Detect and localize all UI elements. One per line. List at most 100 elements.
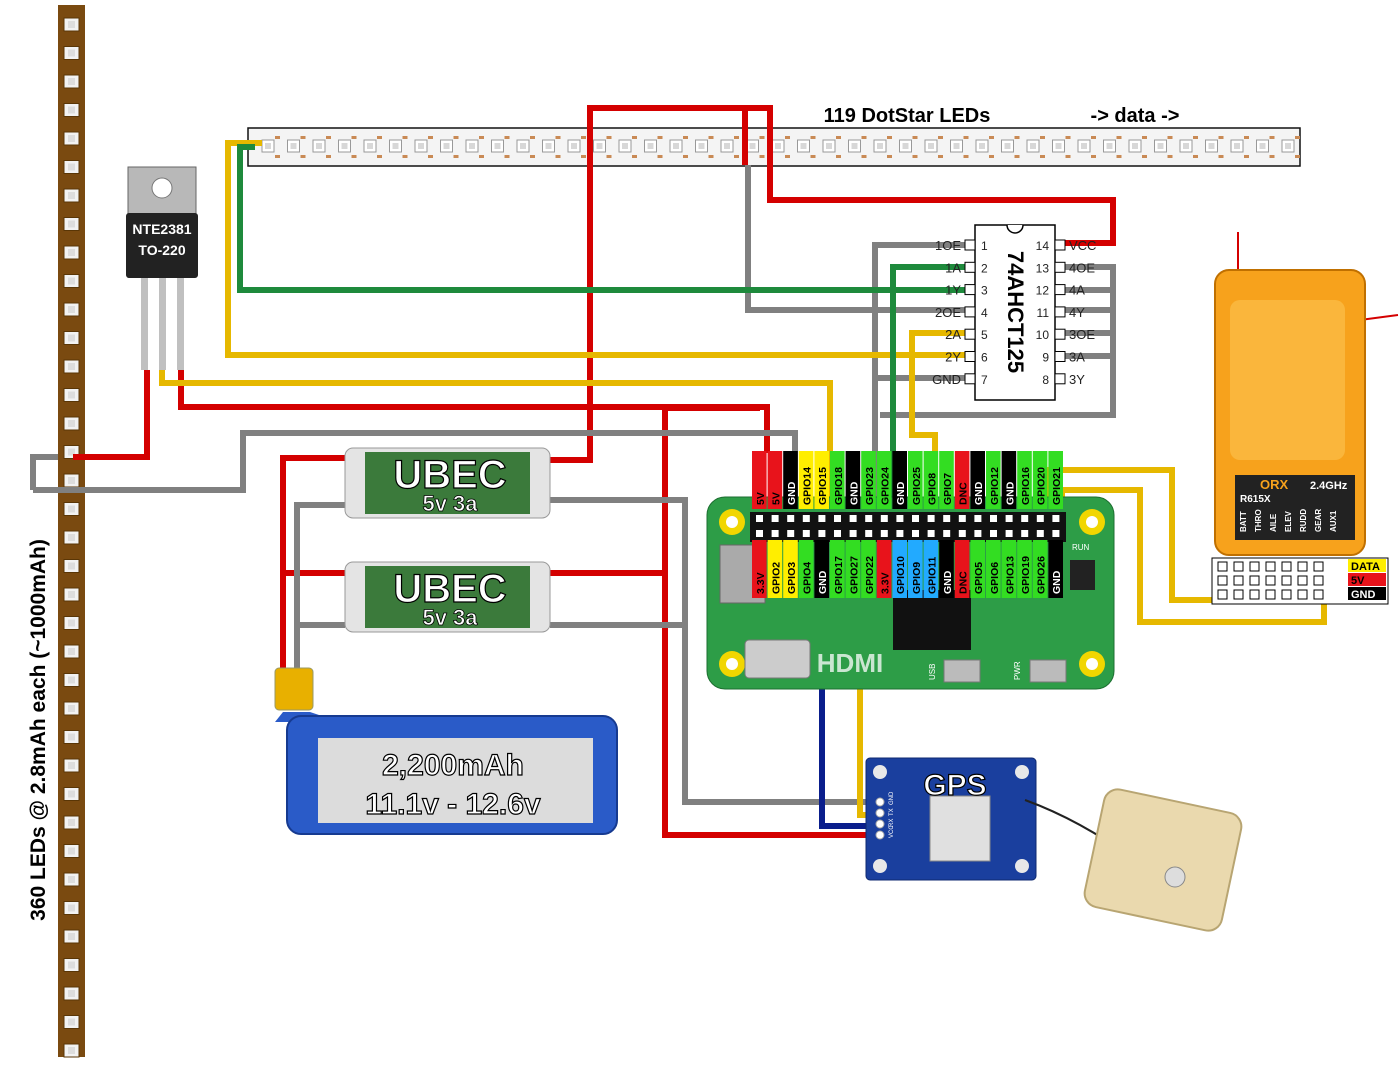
pi-header-bottom-pin: GPIO13 — [1001, 530, 1016, 598]
data-direction-label: -> data -> — [1091, 105, 1180, 127]
chip-pin-number: 3 — [981, 284, 988, 298]
vertical-led — [63, 245, 80, 260]
data-wires-green — [237, 144, 975, 530]
receiver-pin — [1249, 561, 1260, 572]
chip-pin-number: 5 — [981, 328, 988, 342]
pi-header-top-pin: GPIO24 — [876, 451, 892, 522]
vertical-led — [63, 502, 80, 516]
horizontal-led — [465, 136, 484, 158]
vertical-led — [63, 473, 80, 488]
pi-pin-label: GPIO16 — [1020, 467, 1032, 505]
chip-pin-number: 10 — [1036, 328, 1050, 342]
chip-pin-number: 9 — [1042, 351, 1049, 365]
pi-pin-label: GND — [817, 570, 829, 594]
pi-header-top-pin: GPIO21 — [1048, 451, 1063, 522]
ubec-1: UBEC 5v 3a — [344, 447, 551, 519]
vertical-led — [63, 530, 80, 545]
pi-pin-label: 5V — [770, 492, 782, 505]
pi-pin-label: GPIO10 — [895, 556, 907, 594]
receiver-band: 2.4GHz — [1310, 480, 1348, 492]
horizontal-led — [1230, 136, 1249, 158]
horizontal-led — [797, 136, 816, 158]
receiver-channel-label: GEAR — [1314, 509, 1323, 532]
gps-pin: VCC — [875, 825, 895, 840]
pi-run-label: RUN — [1072, 543, 1090, 552]
pi-pin-label: GPIO3 — [786, 562, 798, 594]
pi-pin-label: GPIO2 — [770, 562, 782, 594]
pi-hdmi-label: HDMI — [817, 648, 883, 678]
horizontal-led — [899, 136, 918, 158]
gps-antenna — [1083, 788, 1243, 932]
receiver-pin — [1313, 589, 1324, 600]
pi-header-bottom-pin: GPIO3 — [783, 530, 798, 598]
vertical-led — [63, 958, 80, 972]
pi-header-top-pin: GND — [783, 451, 798, 522]
pi-header-top-pin: GPIO7 — [939, 451, 954, 522]
vertical-led — [63, 730, 80, 744]
horizontal-led — [1077, 136, 1096, 158]
pi-pin-label: GND — [895, 481, 907, 505]
receiver-pin — [1217, 575, 1228, 586]
horizontal-led — [312, 136, 331, 158]
pi-pin-label: GND — [1004, 481, 1016, 505]
pi-header-bottom-pin: GPIO2 — [767, 530, 782, 598]
receiver-pin — [1217, 589, 1228, 600]
chip-pin-label: 1Y — [945, 283, 961, 298]
vertical-led — [63, 302, 80, 317]
receiver-pin — [1265, 575, 1276, 586]
pi-pin-label: GPIO13 — [1004, 556, 1016, 594]
pi-header-bottom-pin: GPIO9 — [908, 530, 923, 598]
pi-header-top-pin: GPIO23 — [861, 451, 876, 522]
horizontal-led — [644, 136, 663, 158]
pi-header-bottom-pin: GPIO27 — [845, 530, 860, 598]
pi-pin-label: DNC — [958, 482, 970, 505]
horizontal-led — [746, 136, 765, 158]
horizontal-led — [1103, 136, 1122, 158]
vertical-led — [63, 74, 80, 89]
horizontal-led — [389, 136, 408, 158]
chip-pin-label: VCC — [1069, 238, 1096, 253]
pi-header-top-pin: GPIO15 — [814, 451, 829, 522]
chip-pin-label: 3OE — [1069, 327, 1095, 342]
pi-pin-label: GPIO20 — [1036, 467, 1048, 505]
pi-pin-label: GPIO23 — [864, 467, 876, 505]
gps-pin-label: VCC — [889, 825, 895, 838]
chip-pin-label: GND — [932, 372, 961, 387]
horizontal-led — [1154, 136, 1173, 158]
gps-pin: RX — [875, 819, 895, 829]
horizontal-led — [593, 136, 612, 158]
receiver-pin — [1217, 561, 1228, 572]
chip-pin-number: 6 — [981, 351, 988, 365]
pi-pin-label: GPIO27 — [848, 556, 860, 594]
pi-header-top-pin: GND — [970, 451, 985, 522]
horizontal-led — [1205, 136, 1224, 158]
chip-pin-label: 1A — [945, 260, 961, 275]
vertical-led — [63, 359, 80, 374]
pi-header-top-pin: 5V — [752, 451, 767, 522]
horizontal-led — [1281, 136, 1300, 158]
vertical-led — [63, 217, 80, 231]
pi-header-bottom-pin: 3.3V — [752, 530, 767, 598]
receiver-channel-label: AUX1 — [1329, 510, 1338, 532]
gps-title: GPS — [923, 769, 986, 802]
vertical-led — [63, 787, 80, 801]
vertical-led — [63, 1043, 80, 1058]
pi-pwr-label: PWR — [1013, 661, 1022, 680]
chip-pin-label: 4Y — [1069, 305, 1085, 320]
pi-pin-label: GPIO15 — [817, 467, 829, 505]
pi-header-top-pin: GPIO14 — [798, 451, 814, 522]
receiver-pin — [1233, 589, 1244, 600]
receiver-pin-label: 5V — [1351, 575, 1365, 587]
horizontal-led — [822, 136, 841, 158]
pi-pin-label: GPIO12 — [989, 467, 1001, 505]
pi-header-bottom-pin: GPIO17 — [830, 530, 845, 598]
lipo-battery: 2,200mAh 11.1v - 12.6v — [274, 667, 618, 835]
pi-header-top-pin: GPIO12 — [986, 451, 1001, 522]
horizontal-led-strip — [247, 127, 1301, 167]
pi-pin-label: GND — [942, 570, 954, 594]
pi-header-bottom-pin: GPIO22 — [861, 530, 876, 598]
